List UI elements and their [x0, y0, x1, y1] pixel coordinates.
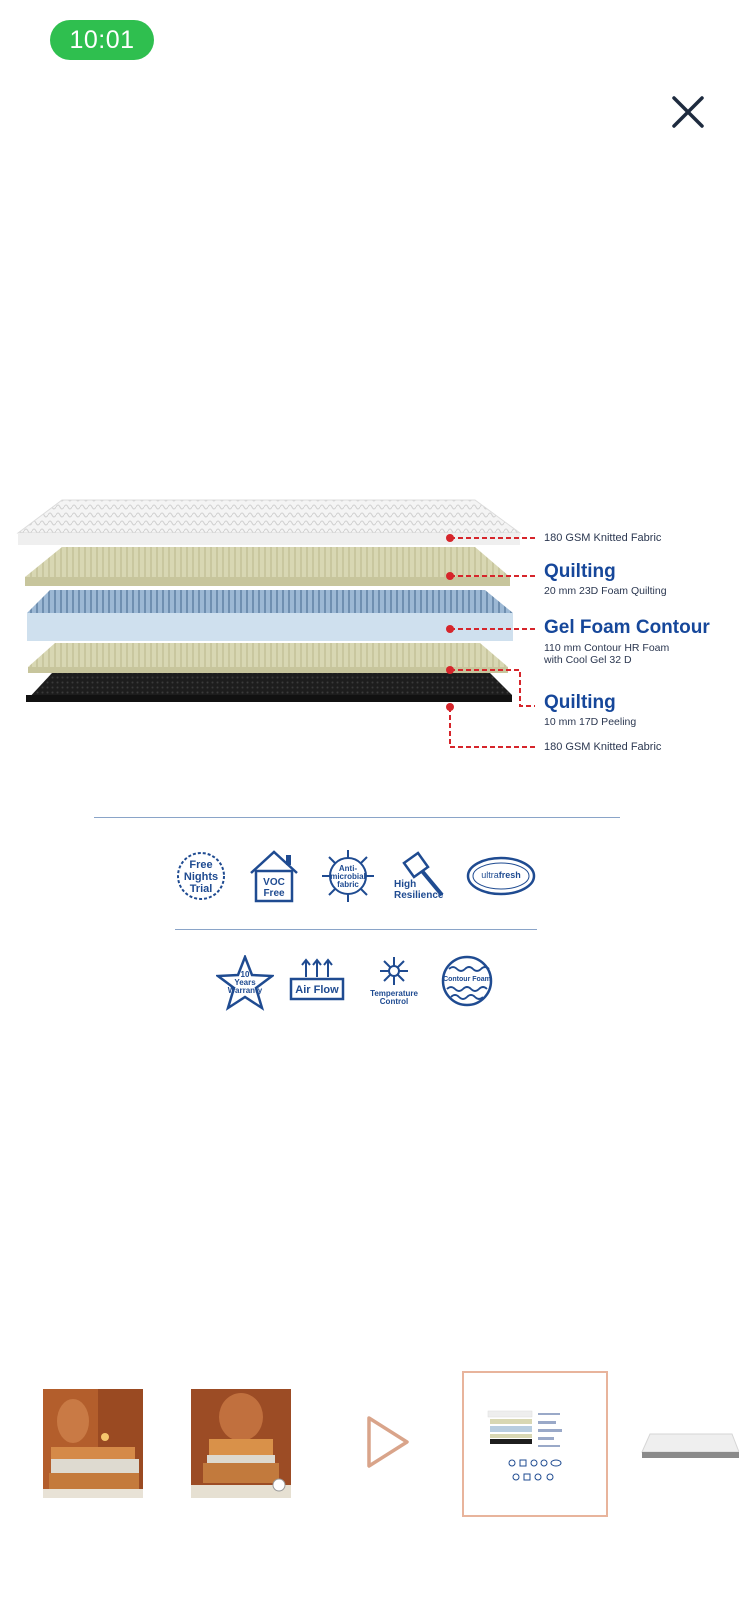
badge-free-nights-l1: Free: [189, 859, 213, 871]
layer-title-gel-foam: Gel Foam Contour: [544, 617, 710, 638]
layers-thumbnail-icon: [487, 1410, 562, 1481]
divider-top: [94, 817, 620, 818]
thumbnail-bedroom-2[interactable]: [191, 1389, 291, 1498]
high-resilience-icon: [402, 851, 444, 897]
temperature-control-icon: [380, 957, 408, 985]
badge-voc-free: VOC Free: [248, 849, 300, 903]
status-time-pill: 10:01: [50, 20, 154, 60]
divider-middle: [175, 929, 537, 930]
layer-title-quilting-top: Quilting: [544, 561, 616, 582]
badge-free-nights-l3: Trial: [189, 883, 213, 895]
free-nights-trial-icon: [177, 852, 225, 900]
badge-antimicrobial: Anti- microbial fabric: [320, 848, 376, 904]
badge-ultrafresh-text: ultrafresh: [466, 870, 536, 880]
layer-detail-quilting-top: 20 mm 23D Foam Quilting: [544, 585, 667, 597]
badge-ultrafresh: ultrafresh: [466, 856, 536, 896]
badge-voc-l1: VOC: [263, 877, 285, 888]
thumbnail-layers-selected[interactable]: [462, 1371, 608, 1517]
close-icon: [672, 96, 704, 128]
badge-temperature-l1: Temperature: [370, 989, 418, 998]
badge-temperature-l2: Control: [379, 997, 409, 1006]
badge-contour-l1: Contour Foam: [443, 976, 491, 983]
warranty-star-icon: [216, 955, 274, 1011]
layer-detail-gel-foam: 110 mm Contour HR Foam: [544, 642, 670, 654]
badge-voc-l2: Free: [263, 888, 285, 899]
contour-foam-icon: [441, 955, 493, 1007]
layer-title-quilting-bottom: Quilting: [544, 692, 616, 713]
layers-illustration: [16, 499, 535, 748]
badge-antimicrobial-l2: microbial: [330, 872, 366, 881]
ultrafresh-icon: [466, 856, 536, 896]
layer-detail2-gel-foam: with Cool Gel 32 D: [544, 654, 632, 666]
close-button[interactable]: [668, 92, 708, 132]
voc-free-icon: [250, 850, 298, 903]
badge-free-nights-l2: Nights: [183, 871, 219, 883]
layer-label-top-fabric: 180 GSM Knitted Fabric: [544, 532, 662, 544]
layer-quilting-bottom: [28, 643, 508, 673]
layer-quilting-top: [25, 547, 510, 586]
layer-gel-foam: [27, 590, 513, 641]
video-play-button[interactable]: [361, 1412, 413, 1472]
mattress-photo-icon: [641, 1433, 739, 1458]
badge-warranty: 10 Years Warranty: [216, 955, 274, 1011]
badge-contour-foam: Contour Foam: [441, 955, 493, 1007]
badge-antimicrobial-l3: fabric: [337, 880, 359, 889]
thumbnail-bedroom-1[interactable]: [43, 1389, 143, 1498]
badge-high-l1: High: [394, 879, 417, 890]
badge-temperature-control: Temperature Control: [362, 955, 426, 1007]
status-time: 10:01: [69, 25, 135, 54]
badge-warranty-l3: Warranty: [227, 986, 263, 995]
badge-warranty-l2: Years: [234, 978, 256, 987]
play-icon: [367, 1416, 409, 1468]
layer-label-bottom-fabric: 180 GSM Knitted Fabric: [544, 741, 662, 753]
badge-warranty-l1: 10: [240, 970, 250, 979]
layer-bottom-fabric: [26, 673, 512, 702]
badge-antimicrobial-l1: Anti-: [338, 864, 358, 873]
badge-ultrafresh-l2: fresh: [498, 870, 521, 880]
air-flow-icon: [289, 958, 345, 1001]
badge-ultrafresh-l1: ultra: [481, 870, 499, 880]
layer-top-fabric: [16, 499, 522, 545]
badge-high-resilience: High Resilience: [394, 849, 448, 903]
bedroom-photo-icon: [43, 1389, 143, 1498]
mattress-layers-diagram: 180 GSM Knitted Fabric Quilting 20 mm 23…: [0, 495, 739, 780]
thumbnail-mattress[interactable]: [640, 1418, 739, 1478]
bedroom-photo-icon: [191, 1389, 291, 1498]
badge-high-l2: Resilience: [394, 890, 444, 901]
antimicrobial-icon: [322, 850, 374, 902]
badge-air-flow-l1: Air Flow: [295, 984, 339, 996]
layer-detail-quilting-bottom: 10 mm 17D Peeling: [544, 716, 637, 728]
badge-free-nights-trial: Free Nights Trial: [175, 850, 227, 902]
badge-air-flow: Air Flow: [288, 957, 346, 1003]
